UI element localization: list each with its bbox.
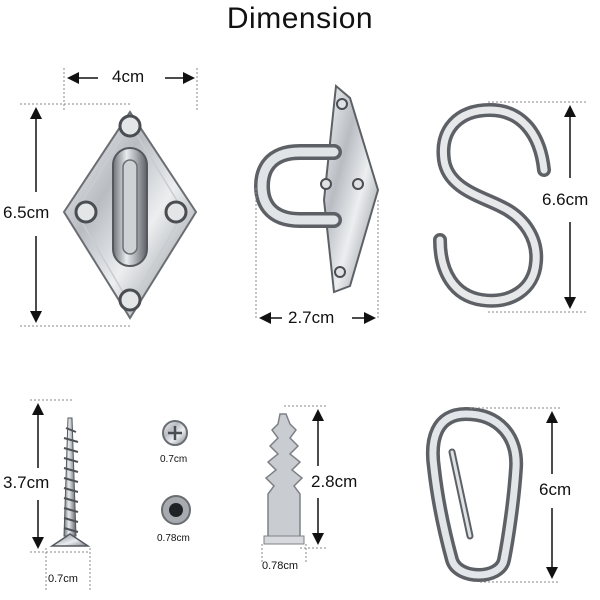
wall-anchor-guides [261, 405, 326, 564]
screw-head-drawing [162, 420, 188, 446]
page-title: Dimension [226, 2, 374, 35]
pad-eye-depth-label: 2.7cm [286, 308, 337, 328]
screw-diameter-label: 0.7cm [48, 573, 78, 585]
s-hook-height-label: 6.6cm [540, 190, 591, 210]
pad-eye-height-label: 6.5cm [1, 203, 52, 223]
pad-eye-front-guides [20, 68, 198, 327]
carabiner-length-label: 6cm [537, 480, 574, 500]
s-hook-drawing [433, 102, 551, 308]
screw-length-label: 3.7cm [1, 473, 52, 493]
screw-head-label: 0.7cm [160, 454, 188, 465]
wall-anchor-length-label: 2.8cm [309, 472, 360, 492]
carabiner-drawing [425, 406, 524, 582]
anchor-end-drawing [161, 495, 191, 525]
carabiner-guides [470, 407, 560, 583]
pad-eye-width-label: 4cm [110, 67, 147, 87]
pad-eye-front-drawing [62, 110, 198, 320]
pad-eye-side-drawing [253, 84, 380, 294]
screw-guides [30, 399, 91, 590]
s-hook-guides [488, 101, 588, 313]
wall-anchor-drawing [263, 413, 305, 545]
pad-eye-side-guides [255, 188, 379, 324]
anchor-end-label: 0.78cm [157, 533, 190, 544]
wall-anchor-diameter-label: 0.78cm [262, 560, 299, 572]
screw-drawing [49, 417, 91, 547]
